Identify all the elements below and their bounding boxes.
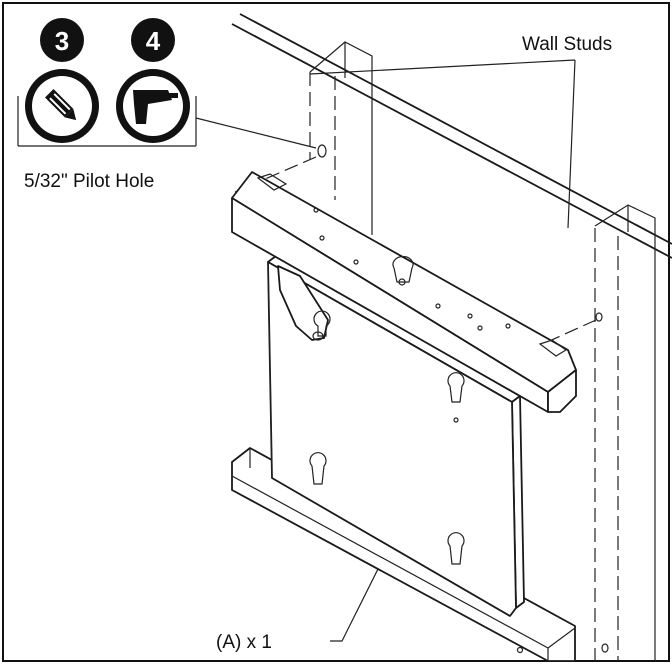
keyhole-slot-upper-right bbox=[447, 372, 465, 423]
pilot-hole-lower-right bbox=[601, 643, 609, 653]
upper-rail bbox=[231, 171, 577, 413]
keyhole-slot-lower-right bbox=[447, 532, 465, 565]
step-4-number: 4 bbox=[146, 26, 161, 56]
pilot-hole-upper-left bbox=[317, 144, 327, 158]
wall-stud-right bbox=[594, 204, 656, 661]
step-icons-group: 3 4 bbox=[17, 18, 197, 147]
step-4-badge: 4 bbox=[131, 18, 175, 62]
pencil-icon bbox=[25, 69, 99, 143]
pilot-hole-label: 5/32" Pilot Hole bbox=[24, 171, 154, 192]
pilot-hole-upper-right bbox=[595, 312, 603, 322]
step-3-badge: 3 bbox=[40, 18, 84, 62]
part-a-label: (A) x 1 bbox=[216, 632, 272, 653]
keyhole-slot-upper-left bbox=[313, 310, 331, 337]
wall-surface bbox=[231, 13, 672, 259]
mounting-plate-a bbox=[267, 255, 525, 617]
keyhole-slot-lower-left bbox=[309, 452, 327, 485]
drill-icon bbox=[116, 69, 190, 143]
wall-studs-label: Wall Studs bbox=[522, 34, 612, 55]
step-3-number: 3 bbox=[55, 26, 69, 56]
